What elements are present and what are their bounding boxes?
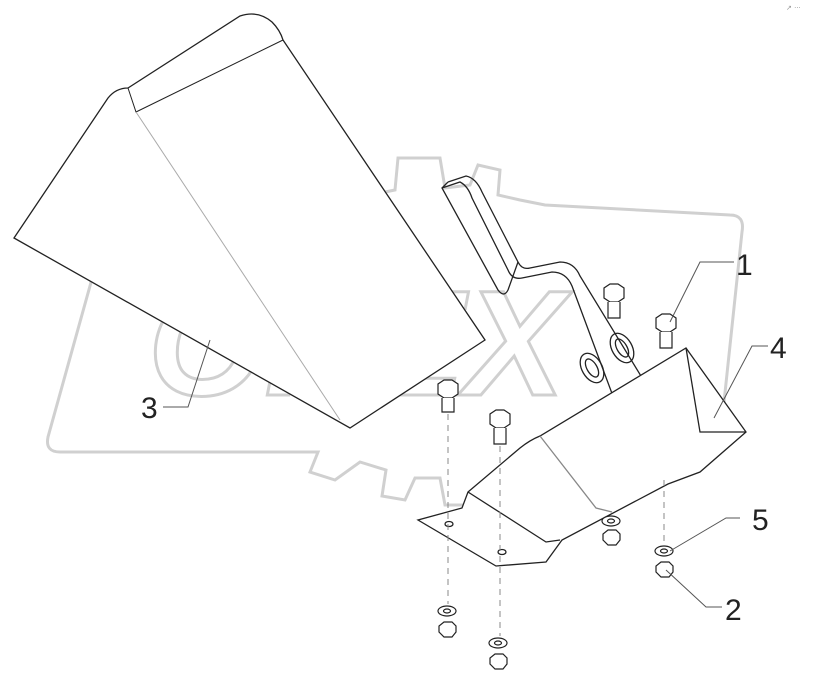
callout-part-2: 2 (725, 594, 742, 627)
nut-d (489, 653, 508, 670)
nut-c (438, 621, 457, 638)
callout-part-1: 1 (736, 249, 753, 282)
washer-nut-group (437, 515, 674, 670)
shield-part (13, 13, 486, 429)
bolt-4 (489, 409, 511, 445)
washer-c (437, 605, 457, 617)
washer-d (488, 637, 508, 649)
assembly-axis-lines (447, 414, 665, 636)
spring-tine-part (441, 175, 681, 459)
callout-part-3: 3 (141, 392, 158, 425)
washer-a (601, 515, 621, 527)
leader-lines (163, 261, 768, 608)
corner-mark: ↗ ··· (786, 4, 801, 12)
bolt-1 (603, 283, 625, 319)
nut-b (655, 561, 674, 578)
bolt-2 (655, 313, 677, 349)
nut-a (602, 529, 621, 546)
washer-b (654, 545, 674, 557)
bolt-3 (437, 379, 459, 413)
callout-part-4: 4 (770, 332, 787, 365)
callout-labels: 1 2 3 4 5 (141, 249, 787, 627)
callout-part-5: 5 (752, 504, 769, 537)
bolt-group (437, 283, 677, 445)
bracket-part (416, 347, 747, 567)
